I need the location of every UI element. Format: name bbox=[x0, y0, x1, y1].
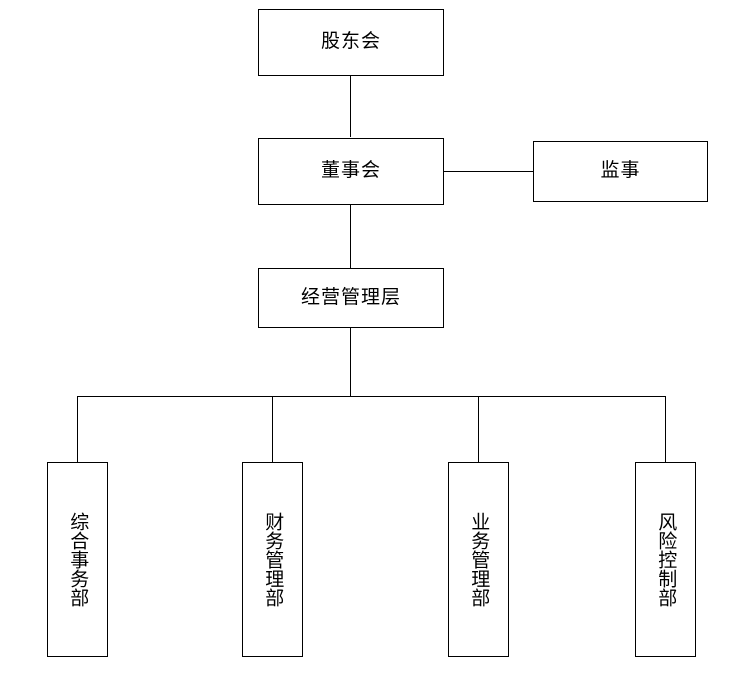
node-board-label: 董事会 bbox=[320, 160, 381, 182]
node-shareholders[interactable]: 股东会 bbox=[258, 9, 444, 76]
node-risk-control[interactable]: 风险控制部 bbox=[635, 462, 696, 657]
node-risk-control-label: 风险控制部 bbox=[655, 512, 677, 607]
edge-bus-finance bbox=[272, 396, 273, 462]
node-business-label: 业务管理部 bbox=[468, 512, 490, 607]
edge-board-management bbox=[350, 205, 351, 268]
node-finance-label: 财务管理部 bbox=[262, 512, 284, 607]
node-management-label: 经营管理层 bbox=[300, 286, 401, 308]
node-general-affairs[interactable]: 综合事务部 bbox=[47, 462, 108, 657]
edge-management-trunk bbox=[350, 328, 351, 396]
node-management[interactable]: 经营管理层 bbox=[258, 268, 444, 328]
edge-shareholders-board bbox=[350, 76, 351, 137]
edge-bus-general-affairs bbox=[77, 396, 78, 462]
node-supervisor-label: 监事 bbox=[600, 160, 641, 182]
edge-board-supervisor bbox=[443, 171, 534, 172]
edge-department-bus bbox=[77, 396, 665, 397]
edge-bus-risk-control bbox=[665, 396, 666, 462]
node-supervisor[interactable]: 监事 bbox=[533, 141, 708, 202]
node-board[interactable]: 董事会 bbox=[258, 138, 444, 205]
node-business[interactable]: 业务管理部 bbox=[448, 462, 509, 657]
node-finance[interactable]: 财务管理部 bbox=[242, 462, 303, 657]
edge-bus-business bbox=[478, 396, 479, 462]
node-general-affairs-label: 综合事务部 bbox=[67, 512, 89, 607]
node-shareholders-label: 股东会 bbox=[320, 31, 381, 53]
